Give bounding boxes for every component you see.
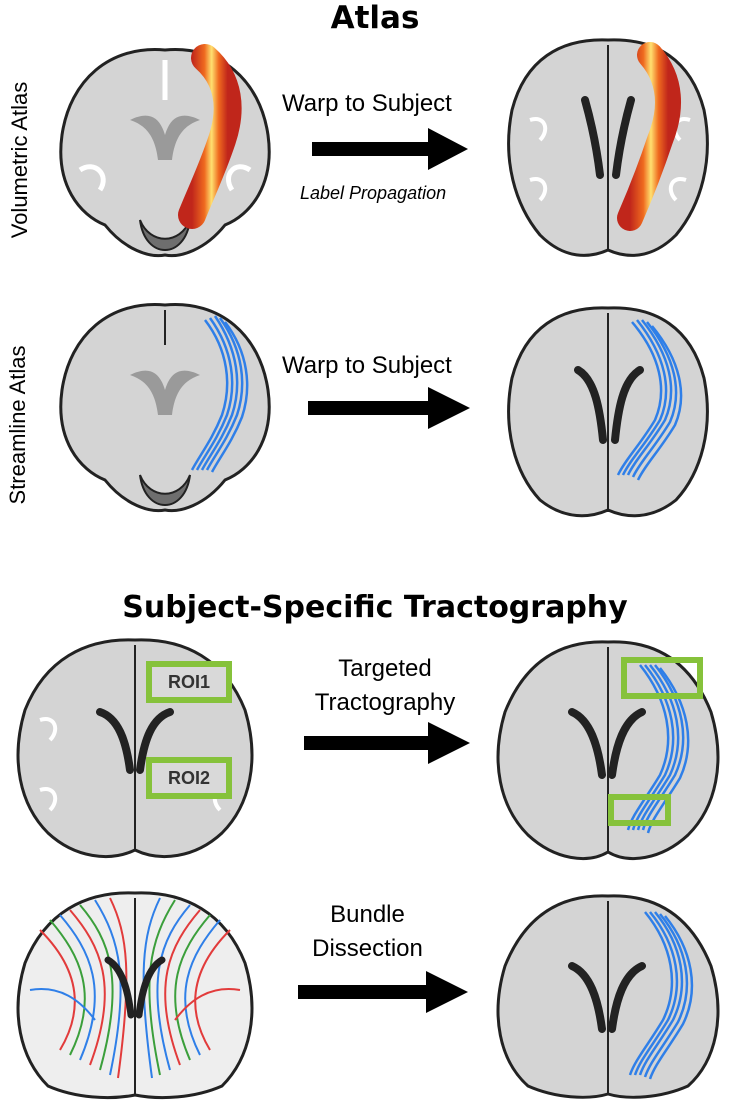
streamline-bundle-template [190,315,249,473]
roi2-box: ROI2 [146,757,232,799]
coronal-brain-template-streamline [59,303,271,513]
dissected-streamlines [628,911,694,1080]
label-propagation-label: Label Propagation [300,183,447,203]
atlas-title: Atlas [330,0,420,36]
arrow-warp-streamline [308,387,470,429]
volumetric-tract-subject [617,42,681,231]
targeted-tractography-label: Targeted Tractography [314,655,456,716]
warp-label-streamline: Warp to Subject [282,352,452,379]
arrow-warp-volumetric [312,128,468,170]
subject-specific-title: Subject-Specific Tractography [122,590,628,625]
bundle-dissection-label: Bundle Dissection [312,901,423,962]
coronal-brain-template-volumetric [59,44,271,258]
volumetric-tract-template [178,44,242,229]
arrow-targeted-tractography [304,722,470,764]
arrow-bundle-dissection [298,971,468,1013]
axial-brain-subject-volumetric [507,38,709,257]
roi1-box-subject [621,657,703,699]
streamline-bundle-subject [616,319,683,481]
roi1-box: ROI1 [146,661,232,703]
roi2-box-subject [608,794,671,826]
axial-brain-whole-tractography [16,891,254,1100]
axial-brain-dissected-bundle [496,894,720,1099]
warp-label-volumetric: Warp to Subject [282,90,452,117]
axial-brain-targeted [496,640,720,860]
axial-brain-subject-streamline [507,306,709,518]
